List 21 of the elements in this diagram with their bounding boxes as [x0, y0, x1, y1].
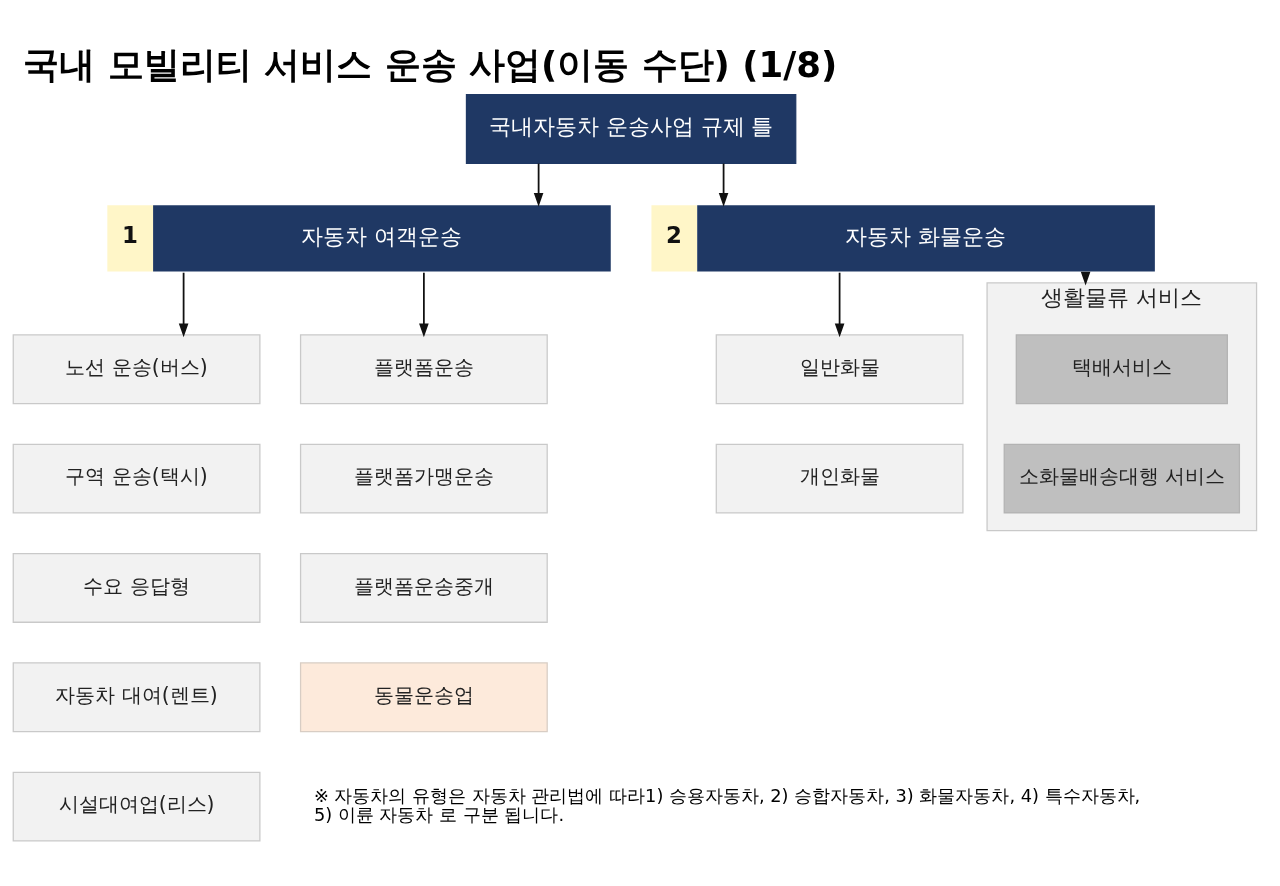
node-box: 노선 운송(버스) [12, 334, 261, 405]
node-box: 플랫폼운송중개 [299, 552, 548, 623]
node-box: 일반화물 [715, 334, 964, 405]
node-box: 수요 응답형 [12, 552, 261, 623]
node-box: 개인화물 [715, 443, 964, 514]
arrow [834, 271, 845, 338]
node-box: 동물운송업 [299, 662, 548, 733]
node-box: 플랫폼운송 [299, 334, 548, 405]
node-box: 구역 운송(택시) [12, 443, 261, 514]
arrow [419, 271, 429, 338]
node-box: 자동차 대여(렌트) [12, 662, 261, 733]
label: ※ 자동차의 유형은 자동차 관리법에 따라1) 승용자동차, 2) 승합자동차, 3) 화물자동차, 4) 특수자동차, 5) 이륜 자동차 로 구분 됩니다. [313, 784, 1141, 825]
diagram-title: 국내 모빌리티 서비스 운송 사업(이동 수단) (1/8) [23, 44, 838, 86]
node-box: 택배서비스 [1015, 334, 1228, 405]
node-box: 시설대여업(리스) [12, 771, 261, 842]
node-box: 국내자동차 운송사업 규제 틀 [465, 94, 797, 164]
arrow [533, 162, 544, 207]
node-box: 플랫폼가맹운송 [299, 443, 548, 514]
arrow [718, 162, 729, 207]
arrow [178, 271, 189, 338]
node-box: 소화물배송대행 서비스 [1003, 443, 1241, 514]
